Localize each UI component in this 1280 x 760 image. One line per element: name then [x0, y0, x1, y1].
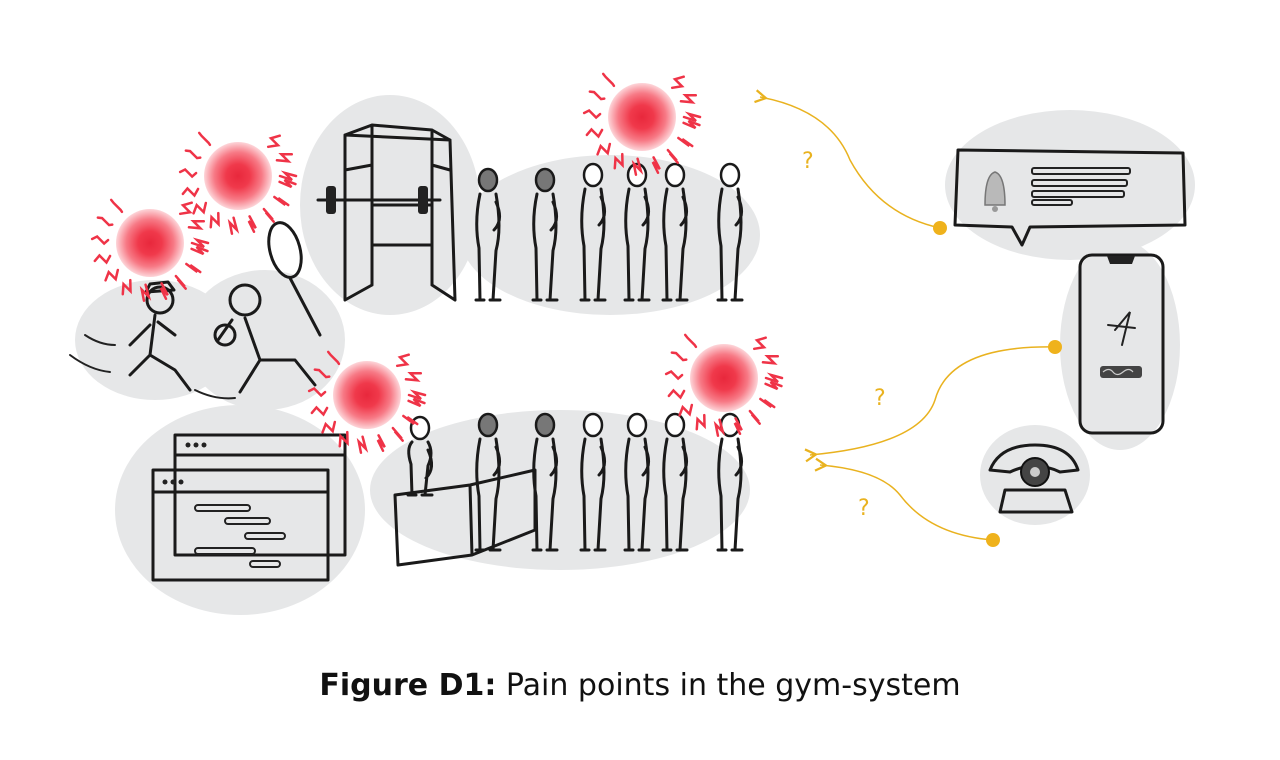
notification-bubble-drawing: [953, 148, 1187, 247]
gym-pain-points-illustration: ? ? ?: [69, 72, 1195, 615]
figure-title: Pain points in the gym-system: [505, 668, 961, 703]
communication-arrows: ? ? ?: [760, 97, 1062, 547]
person-figure: [579, 162, 607, 302]
person-figure: [661, 162, 689, 302]
pain-burst: [582, 72, 702, 176]
person-figure: [531, 167, 559, 302]
power-rack-drawing: [316, 123, 457, 302]
rotary-telephone-drawing: [988, 443, 1080, 514]
figure-label: Figure D1:: [319, 668, 497, 703]
question-mark: ?: [802, 149, 814, 174]
queue-at-reception: [406, 412, 744, 552]
smartphone-drawing: [1078, 253, 1165, 435]
pain-burst: [90, 198, 210, 302]
bell-icon: [984, 171, 1006, 212]
pain-burst: [178, 131, 298, 235]
figure-caption: Figure D1: Pain points in the gym-system: [0, 668, 1280, 703]
person-figure: [531, 412, 559, 552]
pain-burst: [664, 333, 784, 437]
person-figure: [474, 412, 502, 552]
person-figure: [661, 412, 689, 552]
person-figure: [579, 412, 607, 552]
person-figure: [474, 167, 502, 302]
question-mark: ?: [874, 386, 886, 411]
person-figure: [623, 412, 651, 552]
running-guard-drawing: [69, 280, 192, 392]
browser-windows-drawing: [151, 433, 347, 582]
question-mark: ?: [858, 496, 870, 521]
pain-points: [90, 72, 784, 454]
person-figure: [716, 162, 744, 302]
racket-player-drawing: [194, 221, 322, 400]
reception-counter-drawing: [393, 468, 537, 567]
pain-burst: [307, 350, 427, 454]
